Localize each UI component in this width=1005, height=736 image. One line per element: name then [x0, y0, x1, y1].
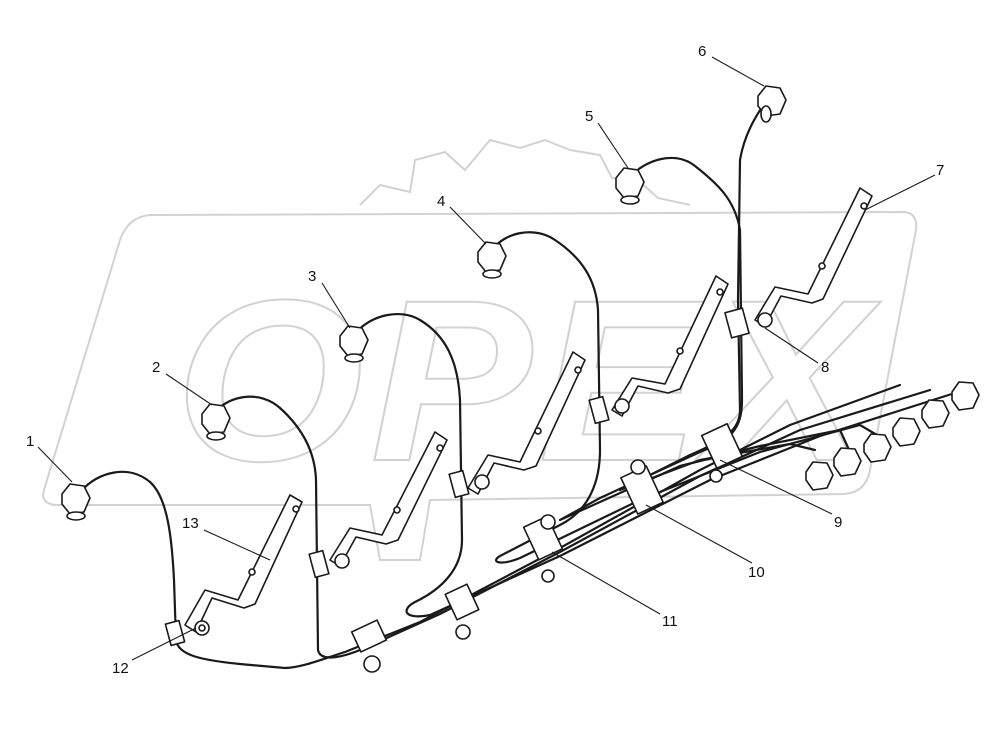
leader-11: [551, 551, 661, 615]
nut-pump-4: [892, 417, 921, 447]
callout-5: 5: [585, 108, 593, 125]
clamp-10: [620, 459, 664, 515]
clamp-cyl-2: [308, 549, 350, 579]
nut-cyl-6: [757, 85, 787, 123]
bracket-hole: [393, 506, 401, 514]
callout-13: 13: [182, 515, 199, 532]
leader-5: [597, 122, 629, 169]
bracket-hole: [818, 262, 826, 270]
clamp-cyl-4: [588, 395, 630, 425]
clamp-11: [522, 514, 564, 583]
brackets: [184, 187, 873, 633]
clamp-9: [700, 422, 744, 483]
bracket-hole: [436, 444, 444, 452]
callout-10: 10: [748, 564, 765, 581]
nut-cyl-1: [61, 483, 91, 521]
nut-pump-3: [863, 433, 892, 463]
clamp-8: [724, 307, 773, 339]
leader-1: [37, 446, 73, 483]
bracket-hole: [860, 202, 868, 210]
leader-2: [165, 373, 213, 406]
leader-9: [719, 459, 833, 515]
nut-cyl-5: [615, 167, 645, 205]
nut-cyl-2: [201, 403, 231, 441]
pipe-2: [213, 388, 932, 659]
callout-9: 9: [834, 514, 842, 531]
callout-12: 12: [112, 660, 129, 677]
leader-3: [321, 282, 351, 329]
callout-4: 4: [437, 193, 445, 210]
watermark-frame: [42, 210, 918, 561]
bracket-7: [754, 187, 873, 327]
leader-13: [203, 529, 271, 561]
watermark-gear: [359, 138, 691, 206]
leader-4: [449, 206, 487, 245]
leader-7: [864, 174, 936, 211]
callouts: 1 2 3 4 5 6 7 8 9 10 11 12 13: [26, 43, 944, 677]
nut-pump-6: [951, 381, 980, 411]
clamp-12: [164, 619, 210, 647]
nut-pump-2: [833, 447, 862, 477]
nut-pump-1: [805, 461, 834, 491]
clamp-bundle-a: [350, 619, 388, 673]
bracket-hole: [292, 505, 300, 513]
bracket-hole: [716, 288, 724, 296]
bracket-hole: [248, 568, 256, 576]
watermark: OPEX: [42, 138, 918, 561]
leader-6: [711, 56, 765, 87]
clamps: [164, 307, 773, 673]
nut-pump-5: [921, 399, 950, 429]
nut-cyl-3: [339, 325, 369, 363]
bracket-13: [184, 494, 303, 633]
bracket-hole: [676, 347, 684, 355]
callout-1: 1: [26, 433, 34, 450]
leader-8: [764, 327, 819, 364]
clamp-bundle-b: [444, 583, 480, 640]
clamp-cyl-3: [448, 469, 490, 499]
callout-8: 8: [821, 359, 829, 376]
bracket-cyl-4: [611, 275, 729, 417]
callout-7: 7: [936, 162, 944, 179]
bracket-hole: [534, 427, 542, 435]
leader-lines: [37, 56, 936, 661]
union-nuts: [61, 85, 980, 521]
leader-12: [131, 627, 197, 661]
callout-11: 11: [662, 613, 678, 630]
nut-cyl-4: [477, 241, 507, 279]
callout-2: 2: [152, 359, 160, 376]
callout-6: 6: [698, 43, 706, 60]
pipe-3: [353, 312, 960, 618]
leader-10: [645, 504, 753, 564]
pipe-4: [490, 231, 884, 564]
callout-3: 3: [308, 268, 316, 285]
pipe-5: [558, 156, 852, 522]
bracket-cyl-2: [329, 431, 448, 567]
bracket-hole: [574, 366, 582, 374]
pipe-6: [618, 93, 817, 492]
